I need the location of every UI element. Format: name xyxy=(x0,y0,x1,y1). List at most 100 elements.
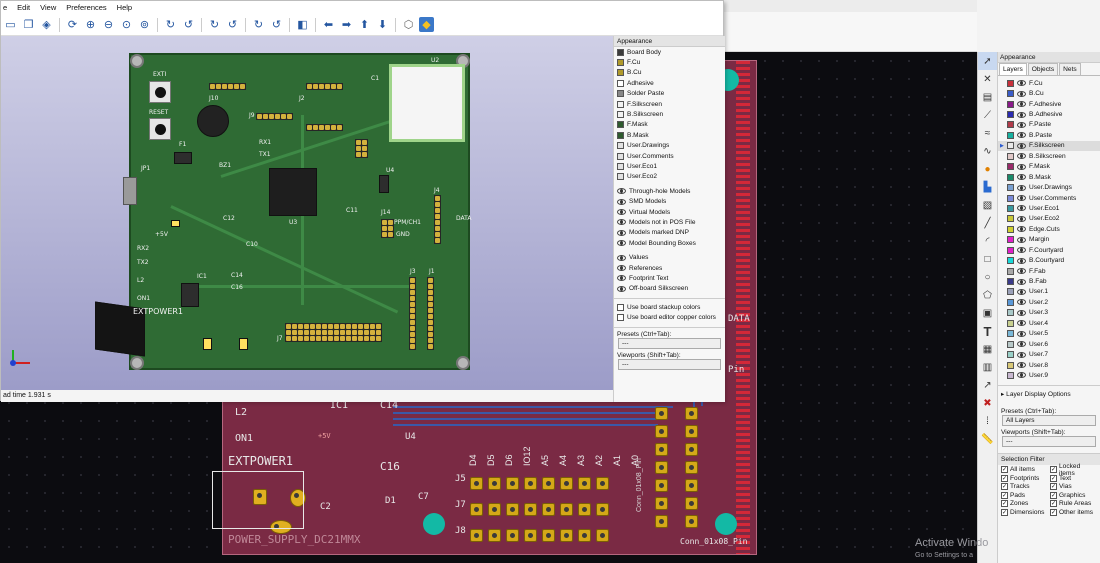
3d-layer-row[interactable]: F.Mask xyxy=(614,120,725,130)
rotate-x-ccw-icon[interactable]: ↺ xyxy=(183,19,194,31)
visibility-eye-icon[interactable] xyxy=(1017,288,1026,295)
zoom-fit-icon[interactable]: ⊙ xyxy=(121,19,132,31)
layer-row[interactable]: User.3 xyxy=(998,308,1100,318)
add-via-icon[interactable]: ● xyxy=(984,163,991,175)
layer-color-swatch[interactable] xyxy=(1007,121,1014,129)
filter-item[interactable]: ✓Footprints xyxy=(1001,474,1048,483)
visibility-eye-icon[interactable] xyxy=(617,209,626,216)
rotate-x-cw-icon[interactable]: ↻ xyxy=(165,19,176,31)
layer-row[interactable]: Margin xyxy=(998,235,1100,245)
layer-row[interactable]: B.Silkscreen xyxy=(998,151,1100,161)
visibility-eye-icon[interactable] xyxy=(1017,132,1026,139)
filter-item[interactable]: ✓Tracks xyxy=(1001,483,1048,492)
layer-row[interactable]: User.1 xyxy=(998,287,1100,297)
layer-color-swatch[interactable] xyxy=(1007,204,1014,212)
ortho-view-icon[interactable]: ⬡ xyxy=(403,19,414,31)
rotate-y-ccw-icon[interactable]: ↺ xyxy=(227,19,238,31)
layer-display-options[interactable]: ▸ Layer Display Options xyxy=(998,384,1100,402)
layer-color-swatch[interactable] xyxy=(617,142,624,150)
layer-color-swatch[interactable] xyxy=(1007,194,1014,202)
visibility-eye-icon[interactable] xyxy=(1017,195,1026,202)
visibility-eye-icon[interactable] xyxy=(1017,215,1026,222)
visibility-eye-icon[interactable] xyxy=(1017,163,1026,170)
layer-row[interactable]: B.Mask xyxy=(998,172,1100,182)
filter-checkbox[interactable]: ✓ xyxy=(1001,491,1008,499)
layer-row[interactable]: User.8 xyxy=(998,360,1100,370)
filter-item[interactable]: ✓Rule Areas xyxy=(1050,500,1097,509)
pad[interactable] xyxy=(506,477,519,490)
layer-row[interactable]: B.Adhesive xyxy=(998,109,1100,119)
filter-item[interactable]: ✓Vias xyxy=(1050,483,1097,492)
visibility-eye-icon[interactable] xyxy=(1017,121,1026,128)
pad[interactable] xyxy=(470,503,483,516)
layer-color-swatch[interactable] xyxy=(1007,319,1014,327)
zoom-in-icon[interactable]: ⊕ xyxy=(85,19,96,31)
3d-layer-row[interactable]: B.Cu xyxy=(614,68,725,78)
3d-toggle-row[interactable]: References xyxy=(614,263,725,273)
visibility-eye-icon[interactable] xyxy=(617,254,626,261)
filter-checkbox[interactable]: ✓ xyxy=(1001,483,1008,491)
visibility-eye-icon[interactable] xyxy=(1017,362,1026,369)
layer-color-swatch[interactable] xyxy=(1007,267,1014,275)
visibility-eye-icon[interactable] xyxy=(1017,90,1026,97)
pad[interactable] xyxy=(596,529,609,542)
layer-color-swatch[interactable] xyxy=(1007,131,1014,139)
visibility-eye-icon[interactable] xyxy=(1017,226,1026,233)
visibility-eye-icon[interactable] xyxy=(617,285,626,292)
pad[interactable] xyxy=(524,529,537,542)
draw-arc-icon[interactable]: ◜ xyxy=(985,235,990,247)
layer-row[interactable]: User.5 xyxy=(998,329,1100,339)
pad[interactable] xyxy=(685,443,698,456)
save-icon[interactable]: ▭ xyxy=(5,19,16,31)
pad[interactable] xyxy=(655,443,668,456)
3d-layer-row[interactable]: Board Body xyxy=(614,47,725,57)
layer-color-swatch[interactable] xyxy=(617,162,624,170)
pad[interactable] xyxy=(685,515,698,528)
rotate-z-ccw-icon[interactable]: ↺ xyxy=(271,19,282,31)
layer-row[interactable]: User.9 xyxy=(998,370,1100,380)
visibility-eye-icon[interactable] xyxy=(1017,278,1026,285)
visibility-eye-icon[interactable] xyxy=(1017,320,1026,327)
copy-icon[interactable]: ❐ xyxy=(23,19,34,31)
pad[interactable] xyxy=(560,503,573,516)
3d-toggle-row[interactable]: Models not in POS File xyxy=(614,217,725,227)
visibility-eye-icon[interactable] xyxy=(1017,268,1026,275)
layer-row[interactable]: User.Drawings xyxy=(998,182,1100,192)
3d-layer-row[interactable]: User.Eco2 xyxy=(614,172,725,182)
visibility-eye-icon[interactable] xyxy=(1017,372,1026,379)
3d-presets-select[interactable]: --- xyxy=(618,337,721,349)
visibility-eye-icon[interactable] xyxy=(1017,153,1026,160)
layer-row[interactable]: B.Fab xyxy=(998,276,1100,286)
layer-row[interactable]: B.Paste xyxy=(998,130,1100,140)
visibility-eye-icon[interactable] xyxy=(1017,299,1026,306)
layer-row[interactable]: User.Comments xyxy=(998,193,1100,203)
layer-row[interactable]: Edge.Cuts xyxy=(998,224,1100,234)
move-down-icon[interactable]: ⬇ xyxy=(377,19,388,31)
visibility-eye-icon[interactable] xyxy=(1017,257,1026,264)
filter-checkbox[interactable]: ✓ xyxy=(1050,500,1057,508)
layer-color-swatch[interactable] xyxy=(1007,309,1014,317)
pad[interactable] xyxy=(655,407,668,420)
pad[interactable] xyxy=(685,425,698,438)
layer-color-swatch[interactable] xyxy=(1007,246,1014,254)
pad[interactable] xyxy=(470,529,483,542)
3d-toggle-row[interactable]: Models marked DNP xyxy=(614,228,725,238)
3d-viewport[interactable]: EXTI RESET JP1 BZ1 F1 J10 J9 J2 U2 U3 U4… xyxy=(1,36,613,390)
visibility-eye-icon[interactable] xyxy=(1017,80,1026,87)
menu-view[interactable]: View xyxy=(40,3,57,12)
pad[interactable] xyxy=(488,529,501,542)
3d-layer-row[interactable]: F.Silkscreen xyxy=(614,99,725,109)
3d-layer-row[interactable]: User.Comments xyxy=(614,151,725,161)
layer-row[interactable]: B.Cu xyxy=(998,88,1100,98)
draw-polygon-icon[interactable]: ⬠ xyxy=(983,289,992,301)
check-editor-copper[interactable]: Use board editor copper colors xyxy=(614,312,725,322)
layer-color-swatch[interactable] xyxy=(617,173,624,181)
place-footprint-icon[interactable]: ▤ xyxy=(982,91,993,103)
layer-color-swatch[interactable] xyxy=(617,79,624,87)
add-textbox-icon[interactable]: ▦ xyxy=(982,343,993,355)
layer-row[interactable]: F.Fab xyxy=(998,266,1100,276)
layer-color-swatch[interactable] xyxy=(1007,100,1014,108)
pad[interactable] xyxy=(524,477,537,490)
tab-nets[interactable]: Nets xyxy=(1059,63,1081,75)
pad[interactable] xyxy=(542,477,555,490)
